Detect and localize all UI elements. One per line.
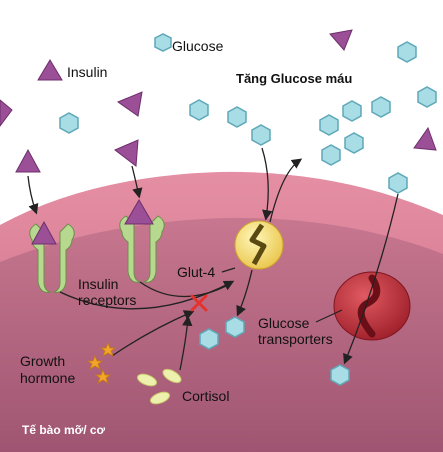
star-icon bbox=[99, 341, 117, 357]
glucose-hex bbox=[227, 106, 247, 128]
insulin-triangle bbox=[413, 126, 437, 151]
glucose-hex bbox=[344, 132, 364, 154]
glucose-molecules bbox=[59, 33, 437, 194]
cortisol-ellipse bbox=[136, 373, 158, 387]
cortisol-molecules bbox=[136, 368, 182, 405]
insulin-triangle bbox=[15, 148, 41, 173]
arrow-receptor-signal-2 bbox=[139, 281, 231, 298]
growth-hormone-label-line1: Growth bbox=[20, 353, 66, 369]
glucose-hex bbox=[189, 99, 209, 121]
glucose-hex bbox=[321, 144, 341, 166]
glucose-hex bbox=[417, 86, 437, 108]
cortisol-ellipse bbox=[149, 391, 171, 405]
glucose-transporter-cell bbox=[333, 271, 411, 341]
glucose-inside bbox=[199, 316, 350, 386]
glucose-transporters-label-line1: Glucose bbox=[258, 315, 310, 331]
growth-hormone-label-line2: hormone bbox=[20, 370, 76, 386]
cortisol-label: Cortisol bbox=[182, 388, 230, 404]
glucose-hex bbox=[388, 172, 408, 194]
insulin-receptors-label-line2: receptors bbox=[78, 292, 137, 308]
insulin-triangle bbox=[116, 91, 143, 117]
glucose-hex bbox=[342, 100, 362, 122]
arrow-glucose-into-glut4 bbox=[261, 147, 273, 221]
glucose-hex bbox=[330, 364, 350, 386]
glut4-transporter bbox=[234, 220, 284, 270]
cell-cytoplasm bbox=[0, 217, 443, 452]
arrow-glucose-through-transporter bbox=[343, 193, 399, 365]
block-x-mark bbox=[190, 294, 208, 312]
cortisol-ellipse bbox=[162, 368, 182, 384]
growth-hormone-stars bbox=[86, 341, 117, 384]
glucose-hex bbox=[154, 33, 172, 52]
insulin-label: Insulin bbox=[67, 64, 108, 80]
arrow-glut4-down bbox=[236, 269, 253, 317]
cell-type-label: Tế bào mỡ/ cơ bbox=[22, 423, 106, 437]
glucose-hex bbox=[319, 114, 339, 136]
glucose-hex bbox=[225, 316, 245, 338]
glucose-transporters-label-line2: transporters bbox=[258, 331, 333, 347]
glucose-label: Glucose bbox=[172, 38, 224, 54]
star-icon bbox=[86, 354, 104, 370]
insulin-receptor-right bbox=[119, 199, 165, 283]
glucose-hex bbox=[251, 124, 271, 146]
glucose-hex bbox=[371, 96, 391, 118]
insulin-receptor-left bbox=[29, 220, 75, 293]
glut4-leader bbox=[221, 267, 236, 273]
arrow-glut4-release bbox=[269, 158, 303, 223]
insulin-receptors-label-line1: Insulin bbox=[78, 276, 119, 292]
glut4-label: Glut-4 bbox=[177, 264, 216, 280]
arrow-insulin-to-receptor-left bbox=[27, 175, 39, 215]
insulin-molecules bbox=[0, 29, 437, 173]
insulin-triangle bbox=[329, 29, 353, 51]
glucose-hex bbox=[199, 328, 219, 350]
arrow-insulin-to-receptor-right bbox=[131, 165, 143, 199]
high-blood-glucose-label: Tăng Glucose máu bbox=[236, 71, 353, 86]
insulin-triangle bbox=[0, 99, 13, 127]
glucose-hex bbox=[59, 112, 79, 134]
glucose-hex bbox=[397, 41, 417, 63]
insulin-triangle bbox=[37, 59, 63, 81]
arrow-cortisol bbox=[179, 315, 193, 371]
insulin-triangle bbox=[114, 139, 139, 167]
star-icon bbox=[94, 368, 112, 384]
transporter-leader bbox=[315, 309, 343, 323]
